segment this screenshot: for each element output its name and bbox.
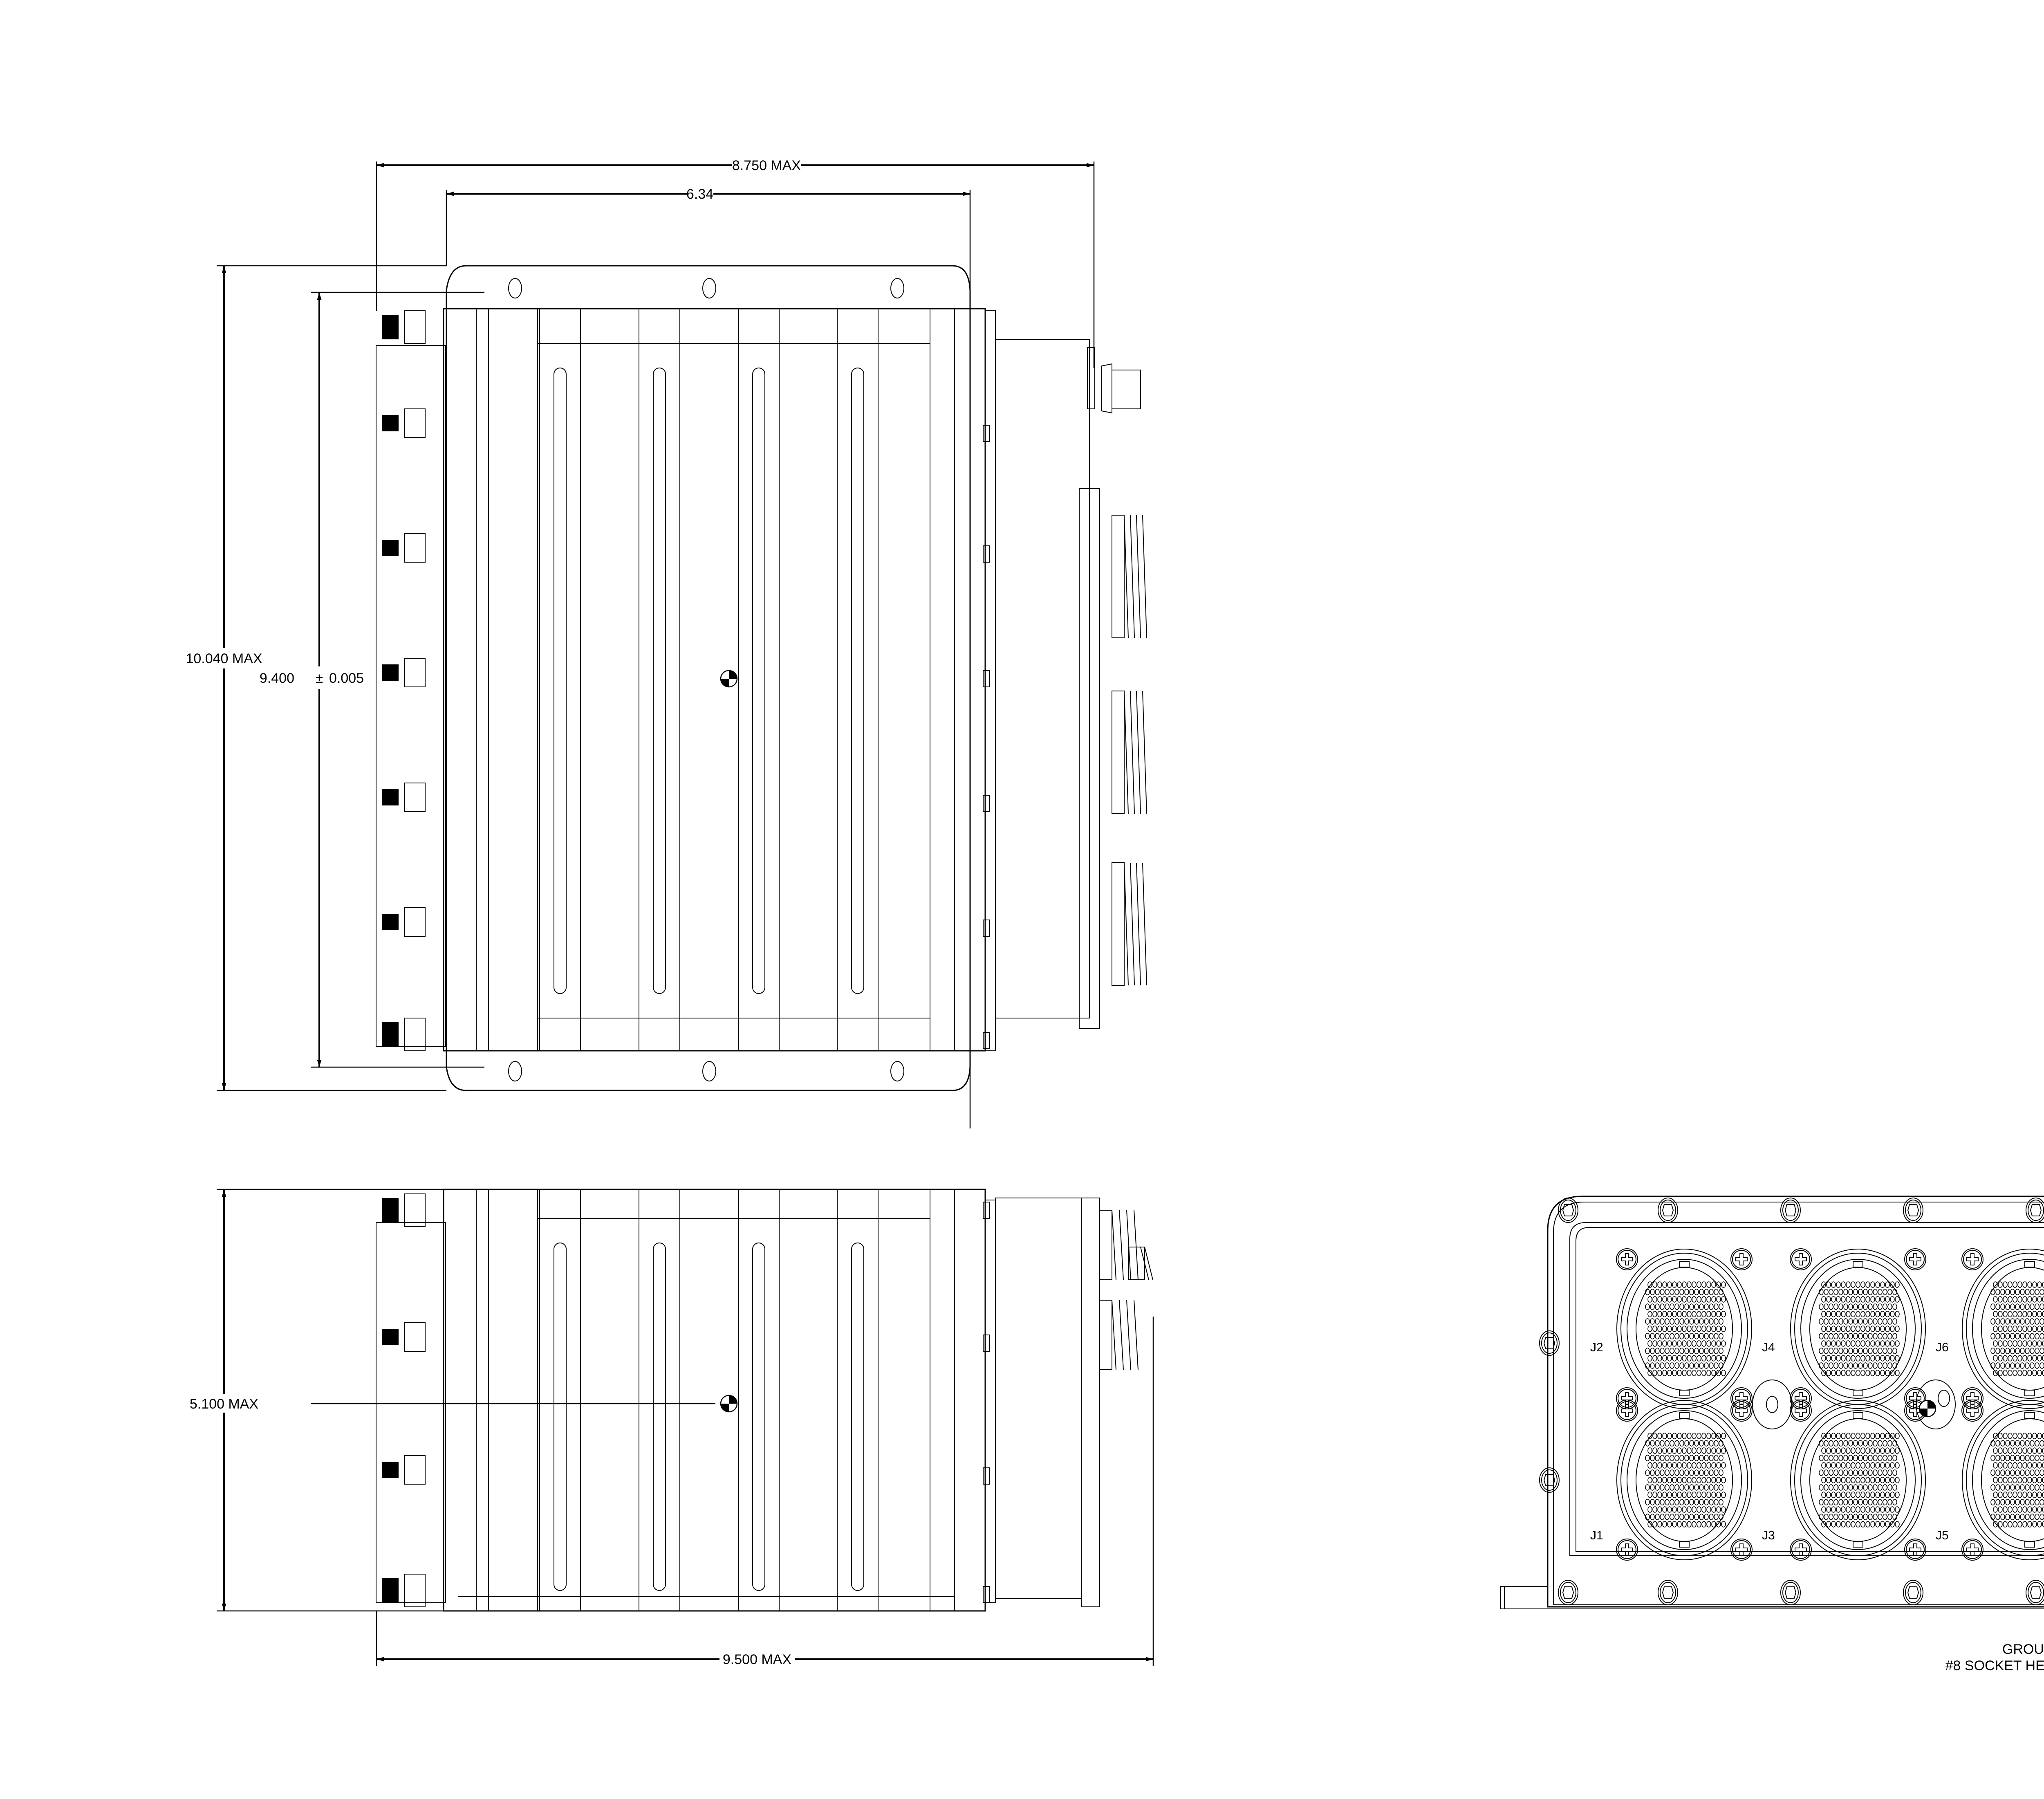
cg-symbol-side (720, 1395, 738, 1413)
dim-overall-height (217, 265, 446, 1091)
left-side-fasteners (376, 310, 446, 1051)
rear-connector-block-top (983, 310, 1147, 1051)
dim-text-overall-height: 10.040 MAX (186, 651, 262, 666)
connector-J5 (1962, 1400, 2044, 1560)
dim-text-mount-spacing: 9.400 (260, 671, 294, 686)
dim-text-tolerance: 0.005 (329, 671, 364, 686)
dim-text-side-length: 9.500 MAX (723, 1652, 791, 1667)
center-mount-holes (1752, 1380, 1956, 1429)
cg-symbol-top (720, 670, 738, 688)
top-view (217, 162, 1147, 1128)
dim-side-height (217, 1189, 715, 1612)
callout-ground-screw: GROUND SCREW (2002, 1642, 2044, 1657)
connector-J6 (1962, 1249, 2044, 1409)
label-J4: J4 (1762, 1341, 1775, 1354)
connector-J3 (1790, 1400, 1926, 1560)
connector-J2 (1616, 1249, 1752, 1409)
dim-text-flange-width: 6.34 (686, 186, 713, 202)
label-J5: J5 (1936, 1529, 1949, 1542)
label-J6: J6 (1936, 1341, 1949, 1354)
callout-socket-head-screw: #8 SOCKET HEAD SCREW (1945, 1658, 2044, 1673)
connector-J1 (1616, 1400, 1752, 1560)
mount-holes-top (508, 278, 904, 1081)
dim-text-plusminus: ± (316, 671, 323, 686)
cooling-fins-side (458, 1189, 955, 1611)
label-J3: J3 (1762, 1529, 1775, 1542)
front-view: J2 J4 J6 J1 J3 J5 PWR STATUS (1500, 1196, 2044, 1673)
dim-side-length (376, 1317, 1154, 1666)
dim-flange-width (446, 190, 971, 1128)
dim-text-side-height: 5.100 MAX (190, 1396, 258, 1412)
left-side-fasteners-side (376, 1193, 446, 1607)
dim-mount-spacing (311, 292, 484, 1068)
label-J1: J1 (1590, 1529, 1603, 1542)
dim-text-overall-width: 8.750 MAX (732, 158, 801, 173)
side-view (217, 1189, 1154, 1666)
connector-J4 (1790, 1249, 1926, 1409)
rear-connector-block-side (983, 1198, 1153, 1607)
dim-overall-width (376, 162, 1095, 368)
label-J2: J2 (1590, 1341, 1603, 1354)
cooling-fins (488, 308, 955, 1051)
